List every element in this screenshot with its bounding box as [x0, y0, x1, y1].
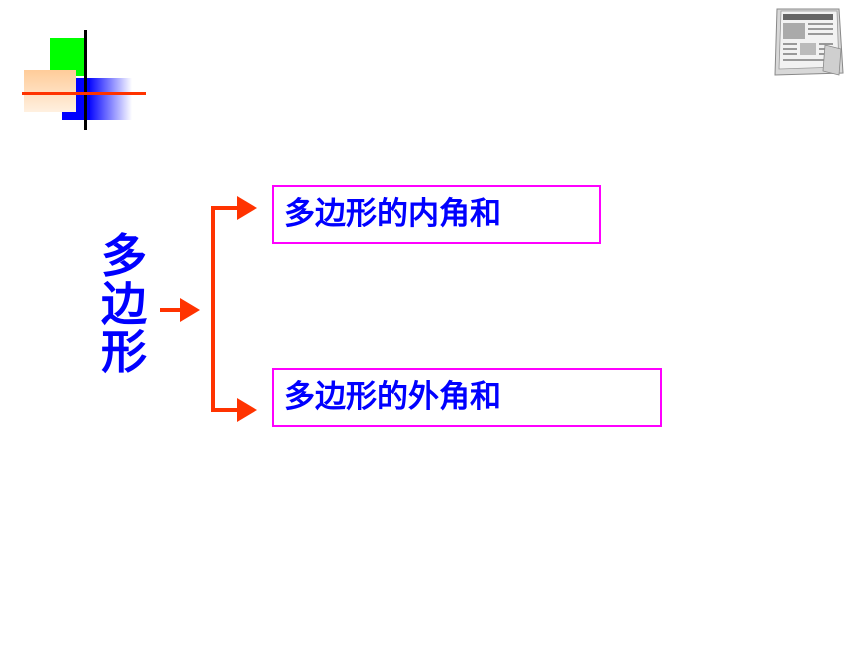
- newspaper-icon: [774, 8, 844, 76]
- green-square: [50, 38, 85, 76]
- interior-angle-sum-box: 多边形的内角和: [272, 185, 601, 244]
- exterior-angle-sum-box: 多边形的外角和: [272, 368, 662, 427]
- root-label: 多边形: [101, 229, 147, 379]
- decorative-color-blocks-icon: [0, 0, 160, 140]
- horizontal-red-line: [22, 92, 146, 95]
- blue-gradient-bar: [88, 78, 132, 120]
- orange-gradient-square: [24, 70, 76, 112]
- vertical-black-line: [84, 30, 87, 130]
